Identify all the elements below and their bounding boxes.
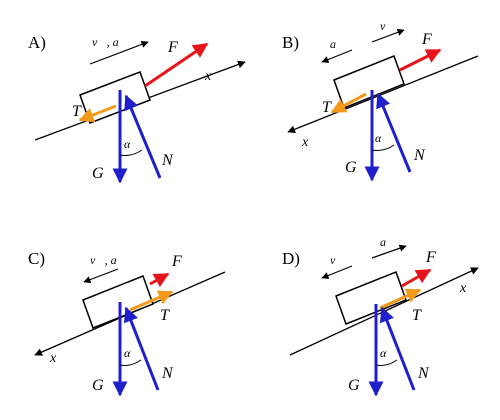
angle-alpha-label: α <box>375 131 382 145</box>
force-t-label: T⃗ <box>72 103 93 120</box>
force-t-label: T⃗ <box>322 99 343 116</box>
option-label: B) <box>282 33 299 52</box>
force-f-arrow <box>149 272 170 288</box>
velocity-acceleration-arrow <box>89 40 149 65</box>
force-g-label: G⃗ <box>92 377 116 394</box>
force-f-label: F⃗ <box>167 39 190 56</box>
velocity-acceleration-label: v⃗, a⃗ <box>90 253 126 267</box>
force-g-label: G⃗ <box>345 159 369 176</box>
block <box>333 55 405 109</box>
angle-arc <box>119 359 142 366</box>
angle-alpha-label: α <box>124 346 131 360</box>
force-t-arrow <box>330 92 367 114</box>
velocity-arrow <box>371 28 405 43</box>
force-g-label: G⃗ <box>92 165 116 182</box>
option-label: C) <box>28 249 45 268</box>
option-label: A) <box>28 33 46 52</box>
panel-a: A) x v⃗, a⃗ F⃗ T⃗ G⃗ N⃗ α <box>28 33 246 184</box>
axis-x-label: x <box>49 351 57 366</box>
force-f-arrow <box>399 48 442 72</box>
panel-c: C) x v⃗, a⃗ F⃗ T⃗ G⃗ N⃗ α <box>28 249 226 397</box>
velocity-arrow <box>321 265 353 279</box>
angle-alpha-label: α <box>124 137 131 151</box>
force-t-arrow <box>379 288 422 310</box>
force-t-label: T⃗ <box>160 307 181 324</box>
velocity-label: v⃗ <box>330 253 345 267</box>
force-f-arrow <box>401 268 432 288</box>
force-g-label: G⃗ <box>348 377 372 394</box>
panel-d: D) x v⃗ a⃗ F⃗ T⃗ G⃗ N⃗ α <box>282 235 479 397</box>
velocity-label: v⃗ <box>380 19 395 33</box>
acceleration-arrow <box>371 244 407 259</box>
axis-x-label: x <box>459 281 467 296</box>
force-f-label: F⃗ <box>171 253 194 270</box>
force-n-arrow <box>376 92 412 173</box>
panel-b: B) x a⃗ v⃗ F⃗ T⃗ G⃗ N⃗ α <box>282 19 479 182</box>
force-t-label: T⃗ <box>412 307 433 324</box>
velocity-acceleration-label: v⃗, a⃗ <box>92 35 128 49</box>
force-n-label: N⃗ <box>161 365 185 382</box>
force-n-arrow <box>379 306 416 391</box>
angle-arc <box>371 144 395 151</box>
block <box>335 271 407 325</box>
acceleration-label: a⃗ <box>330 37 345 51</box>
angle-alpha-label: α <box>380 346 387 360</box>
acceleration-arrow <box>321 49 353 63</box>
force-t-arrow <box>78 104 117 123</box>
force-f-label: F⃗ <box>421 31 444 48</box>
force-f-label: F⃗ <box>425 249 448 266</box>
axis-x-label: x <box>301 135 309 150</box>
force-n-label: N⃗ <box>413 147 437 164</box>
angle-arc <box>375 359 398 366</box>
acceleration-label: a⃗ <box>380 235 395 249</box>
force-f-arrow <box>144 42 209 88</box>
axis-x-label: x <box>204 69 212 84</box>
force-n-label: N⃗ <box>417 365 441 382</box>
velocity-acceleration-arrow <box>83 268 119 284</box>
force-n-arrow <box>124 94 162 179</box>
angle-arc <box>119 149 143 156</box>
option-label: D) <box>282 249 300 268</box>
block <box>82 275 154 329</box>
force-n-arrow <box>123 306 160 391</box>
force-n-label: N⃗ <box>161 152 185 169</box>
